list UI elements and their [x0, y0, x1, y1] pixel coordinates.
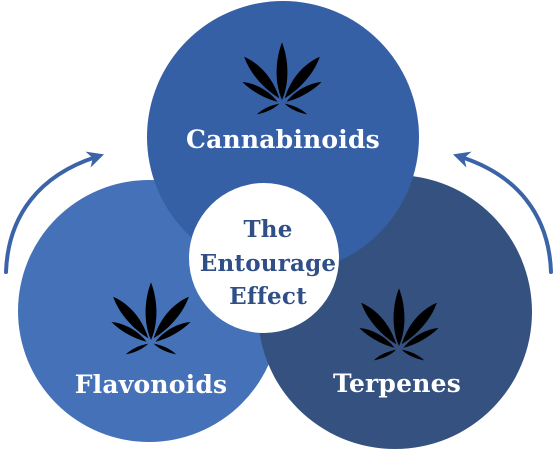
cannabinoids-label: Cannabinoids: [186, 125, 380, 154]
flavonoids-label: Flavonoids: [75, 370, 228, 399]
left-cycle-arrow: [4, 151, 104, 274]
right-cycle-arrow: [453, 151, 553, 274]
center-circle: [189, 183, 339, 333]
terpenes-label: Terpenes: [333, 369, 461, 398]
center-title-line-3: Effect: [229, 283, 307, 310]
center-title-line-2: Entourage: [200, 250, 336, 277]
center-title-line-1: The: [243, 216, 292, 243]
